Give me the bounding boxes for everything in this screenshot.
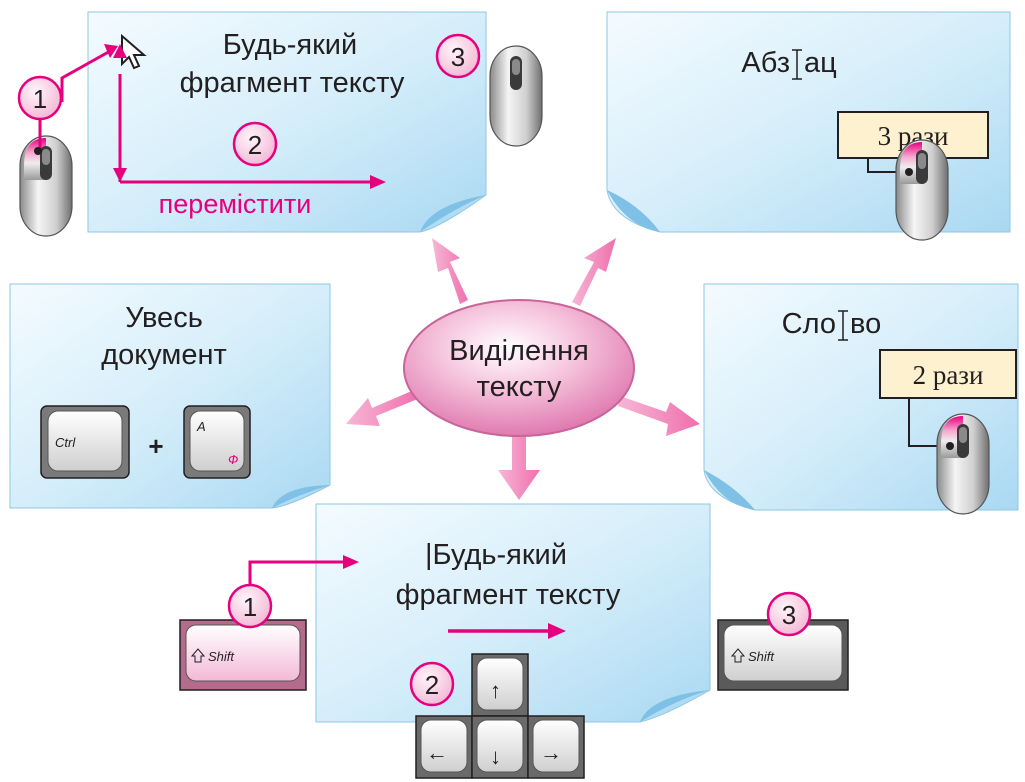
paragraph-word: Абз	[741, 47, 790, 79]
fragment-line1: |Будь-який	[425, 539, 567, 571]
step-1-label: 1	[33, 84, 47, 114]
panel-document: Увесь документ Ctrl + A Ф	[9, 283, 331, 509]
svg-text:Shift: Shift	[748, 649, 775, 664]
center-bubble: Виділення тексту	[403, 299, 635, 437]
shift-key: Shift	[717, 619, 849, 691]
arrow-down-key: ↓	[471, 715, 529, 779]
step-1-badge	[227, 583, 273, 629]
connector-arrows	[346, 238, 700, 500]
svg-text:A: A	[196, 419, 206, 434]
svg-text:Ctrl: Ctrl	[55, 435, 76, 450]
svg-text:Shift: Shift	[208, 649, 235, 664]
center-title-line1: Виділення	[449, 335, 589, 367]
paper-sheet	[315, 503, 711, 723]
arrow-to-word	[618, 396, 700, 436]
mouse-icon	[936, 413, 990, 515]
arrow-up-key: ↑	[471, 653, 529, 717]
step-2-badge	[409, 661, 455, 707]
arrow-to-fragment-keyboard	[498, 436, 540, 500]
arrow-left-key: ←	[415, 715, 473, 779]
word-text-end: во	[850, 308, 881, 340]
step-2-label: 2	[248, 130, 262, 160]
step-2-badge	[232, 121, 278, 167]
document-line2: документ	[101, 339, 227, 371]
paragraph-word-end: ац	[804, 47, 837, 79]
arrow-to-paragraph	[572, 238, 616, 306]
step-3-badge	[766, 591, 812, 637]
click-count-label: 2 рази	[913, 360, 984, 390]
arrow-up-icon: ↑	[490, 678, 501, 703]
panel-fragment-keyboard: |Будь-який фрагмент тексту Shift 1 Shift…	[179, 503, 849, 779]
fragment-line2: фрагмент тексту	[180, 67, 405, 99]
mouse-pointer-icon	[121, 33, 147, 70]
shift-arrow-icon	[190, 648, 206, 663]
arrow-left-icon: ←	[426, 740, 448, 765]
text-cursor-icon	[792, 49, 802, 80]
step-1-badge	[17, 75, 63, 121]
shift-key: Shift	[179, 619, 307, 691]
step-3-label: 3	[782, 600, 796, 630]
shift-arrow-icon	[730, 648, 746, 663]
plus-sign: +	[148, 431, 163, 461]
word-text: Сло	[782, 308, 836, 340]
click-count-box	[879, 349, 1017, 399]
fragment-line2: фрагмент тексту	[396, 579, 621, 611]
center-title-line2: тексту	[477, 371, 562, 403]
arrow-right-key: →	[527, 715, 585, 779]
step-1-label: 1	[243, 592, 257, 622]
ctrl-key: Ctrl	[40, 405, 130, 479]
mouse-icon	[19, 135, 73, 237]
step-3-label: 3	[451, 42, 465, 72]
move-label: перемістити	[159, 189, 312, 219]
paper-sheet	[87, 11, 487, 233]
arrow-to-document	[346, 390, 420, 426]
fragment-line1: Будь-який	[223, 29, 357, 61]
panel-fragment-mouse: Будь-який фрагмент тексту перемістити 1 …	[17, 11, 543, 237]
svg-text:Ф: Ф	[228, 452, 238, 467]
step-2-label: 2	[425, 670, 439, 700]
arrow-down-icon: ↓	[490, 744, 501, 769]
panel-paragraph: Абз ац 3 рази	[606, 11, 1011, 241]
document-line1: Увесь	[125, 302, 203, 334]
panel-word: Сло во 2 рази	[703, 283, 1019, 515]
mouse-icon	[489, 45, 543, 147]
a-key: A Ф	[183, 405, 251, 479]
step-3-badge	[435, 33, 481, 79]
arrow-to-fragment-mouse	[432, 238, 468, 304]
arrow-right-icon: →	[540, 740, 562, 765]
text-cursor-icon	[838, 310, 848, 341]
mouse-icon	[895, 139, 949, 241]
